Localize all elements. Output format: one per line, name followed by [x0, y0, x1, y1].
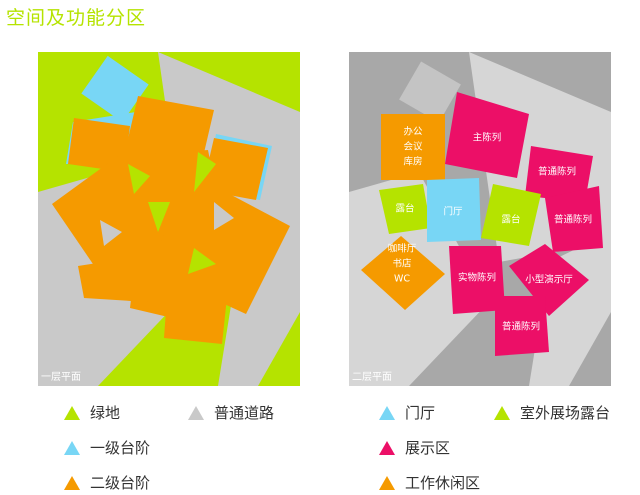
green-space-gap	[188, 248, 216, 274]
zone-physical-exhibit	[449, 246, 505, 314]
zone-main-exhibit	[445, 92, 529, 178]
triangle-icon	[379, 475, 395, 490]
zone-label-lobby: 门厅	[443, 206, 463, 218]
zone-label-demo-hall: 小型演示厅	[525, 274, 573, 286]
zone-exhibit	[525, 146, 593, 202]
legend-item-outdoor-terrace: 室外展场露台	[494, 402, 610, 423]
second-level-step	[164, 282, 228, 344]
triangle-icon	[64, 405, 80, 420]
zone-exhibit	[495, 296, 549, 356]
legend-item-road: 普通道路	[188, 402, 274, 423]
green-space-gap	[194, 152, 216, 192]
zone-label-exhibit: 普通陈列	[537, 166, 577, 178]
zone-demo-hall	[509, 244, 589, 316]
triangle-icon	[188, 405, 204, 420]
zone-office	[381, 114, 445, 180]
legend-item-lobby: 门厅	[379, 402, 435, 423]
second-level-step	[202, 138, 268, 200]
zone-lobby	[427, 178, 481, 242]
green-space-gap	[148, 202, 170, 232]
triangle-icon	[379, 405, 395, 420]
zone-label-exhibit: 普通陈列	[553, 214, 593, 226]
zone-terrace	[379, 184, 431, 234]
first-floor-outline	[399, 61, 461, 123]
triangle-icon	[494, 405, 510, 420]
triangle-icon	[64, 475, 80, 490]
first-floor-plan: 一层平面	[38, 52, 300, 386]
zone-terrace	[481, 184, 541, 246]
zone-label-physical-exhibit: 实物陈列	[457, 272, 497, 284]
legend-item-exhibition-area: 展示区	[379, 437, 450, 458]
legend-item-green-space: 绿地	[64, 402, 120, 423]
triangle-icon	[379, 440, 395, 455]
green-space-gap	[128, 164, 150, 194]
legend-item-first-level-step: 一级台阶	[64, 437, 150, 458]
floor-label: 二层平面	[352, 372, 392, 383]
triangle-icon	[64, 440, 80, 455]
zone-cafe	[361, 236, 445, 310]
first-floor-drawing	[38, 52, 300, 386]
first-level-step	[81, 55, 149, 123]
zone-label-main-exhibit: 主陈列	[472, 132, 502, 144]
road-gap	[214, 202, 234, 230]
second-level-step	[78, 256, 148, 302]
second-level-step	[68, 118, 130, 172]
page-title: 空间及功能分区	[6, 7, 147, 29]
zone-label-terrace: 露台	[395, 203, 415, 215]
zone-label-terrace: 露台	[501, 214, 521, 226]
road-gap	[100, 220, 122, 246]
zone-exhibit	[545, 186, 603, 252]
second-floor-drawing	[349, 52, 611, 386]
zone-label-exhibit: 普通陈列	[501, 321, 541, 333]
zone-label-office: 办公会议库房	[403, 126, 423, 168]
legend-item-work-leisure-area: 工作休闲区	[379, 472, 480, 493]
floor-label: 一层平面	[41, 372, 81, 383]
legend-item-second-level-step: 二级台阶	[64, 472, 150, 493]
